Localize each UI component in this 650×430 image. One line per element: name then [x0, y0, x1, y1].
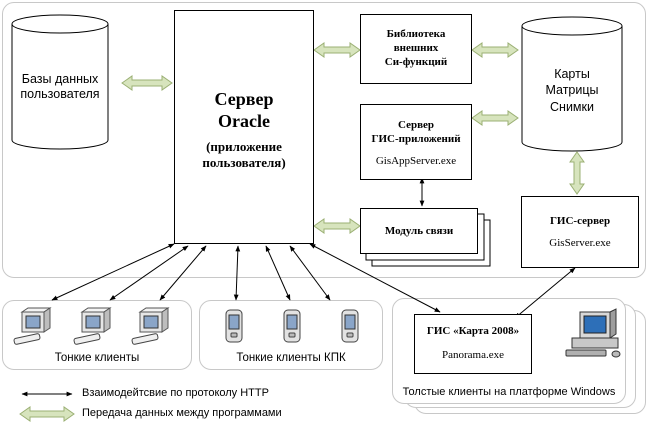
thin-clients-label: Тонкие клиенты	[54, 352, 140, 364]
http-arrow-8	[514, 267, 576, 319]
pda-clients-label: Тонкие клиенты КПК	[236, 352, 346, 364]
http-arrow-7	[309, 243, 441, 313]
user-db-label-line1: Базы данных	[21, 72, 99, 86]
http-arrow-5	[265, 245, 291, 301]
legend-transfer-arrow	[19, 406, 75, 422]
thin-clients-panel	[2, 300, 192, 370]
karta-2008-box: ГИС «Карта 2008» Panorama.exe	[414, 314, 532, 374]
karta-2008-exe: Panorama.exe	[442, 349, 504, 361]
pda-icon	[225, 309, 243, 343]
comm-module-box: Модуль связи	[360, 208, 478, 254]
user-db-label-line2: пользователя	[20, 87, 100, 101]
oracle-title-line1: Сервер	[214, 89, 274, 109]
gis-app-server-line1: Сервер	[397, 119, 435, 131]
http-arrows	[21, 177, 576, 397]
gis-server-box: ГИС-сервер GisServer.exe	[521, 196, 639, 268]
gis-app-server-exe: GisAppServer.exe	[375, 155, 457, 167]
maps-db-line1: Карты	[554, 67, 590, 81]
transfer-arrow-oracle-module	[313, 218, 361, 234]
karta-2008-title: ГИС «Карта 2008»	[426, 325, 520, 337]
oracle-subtitle-line2: пользователя)	[202, 155, 286, 171]
fat-clients-label: Толстые клиенты на платформе Windows	[402, 386, 616, 398]
maps-db-label: Карты Матрицы Снимки	[524, 66, 620, 115]
comm-module-label: Модуль связи	[384, 225, 454, 237]
maps-db-cylinder	[521, 16, 623, 152]
transfer-arrow-gisapp-maps	[471, 110, 519, 126]
pda-icon	[341, 309, 359, 343]
desktop-pc-icon	[565, 308, 621, 358]
gis-server-exe: GisServer.exe	[549, 237, 611, 249]
legend-transfer-label: Передача данных между программами	[82, 407, 282, 419]
legend-http-label: Взаимодейтсвие по протоколу HTTP	[82, 387, 269, 399]
gis-app-server-line2: ГИС-приложений	[371, 132, 461, 145]
pda-clients-panel	[199, 300, 383, 370]
transfer-arrow-maps-gisserver	[569, 151, 585, 195]
http-arrow-4	[233, 245, 241, 301]
gis-app-server-box: Сервер ГИС-приложений GisAppServer.exe	[360, 104, 472, 180]
http-arrow-1	[51, 243, 175, 301]
http-arrow-3	[159, 245, 207, 301]
maps-db-line2: Матрицы	[545, 83, 599, 98]
transfer-arrow-userdb-oracle	[121, 75, 173, 91]
monitor-icon	[13, 307, 52, 345]
user-db-cylinder	[11, 14, 109, 150]
library-line3: Си-функций	[384, 55, 448, 68]
library-line1: Библиотека	[386, 28, 446, 41]
pda-icons	[225, 309, 359, 343]
gis-server-title: ГИС-сервер	[549, 215, 611, 227]
thin-client-icons	[13, 307, 170, 345]
transfer-arrows	[19, 42, 585, 422]
oracle-server-box: Сервер Oracle (приложение пользователя)	[174, 10, 314, 244]
monitor-icon	[131, 307, 170, 345]
oracle-subtitle-line1: (приложение	[206, 139, 282, 154]
http-arrow-6	[289, 245, 331, 301]
oracle-title-line2: Oracle	[218, 110, 270, 131]
transfer-arrow-library-maps	[471, 42, 519, 58]
transfer-arrow-oracle-library	[313, 42, 361, 58]
library-box: Библиотека внешних Си-функций	[360, 14, 472, 84]
http-arrow-2	[109, 245, 189, 301]
user-db-label: Базы данных пользователя	[14, 72, 106, 102]
library-line2: внешних	[393, 42, 439, 55]
maps-db-line3: Снимки	[550, 99, 594, 114]
monitor-icon	[73, 307, 112, 345]
pda-icon	[283, 309, 301, 343]
